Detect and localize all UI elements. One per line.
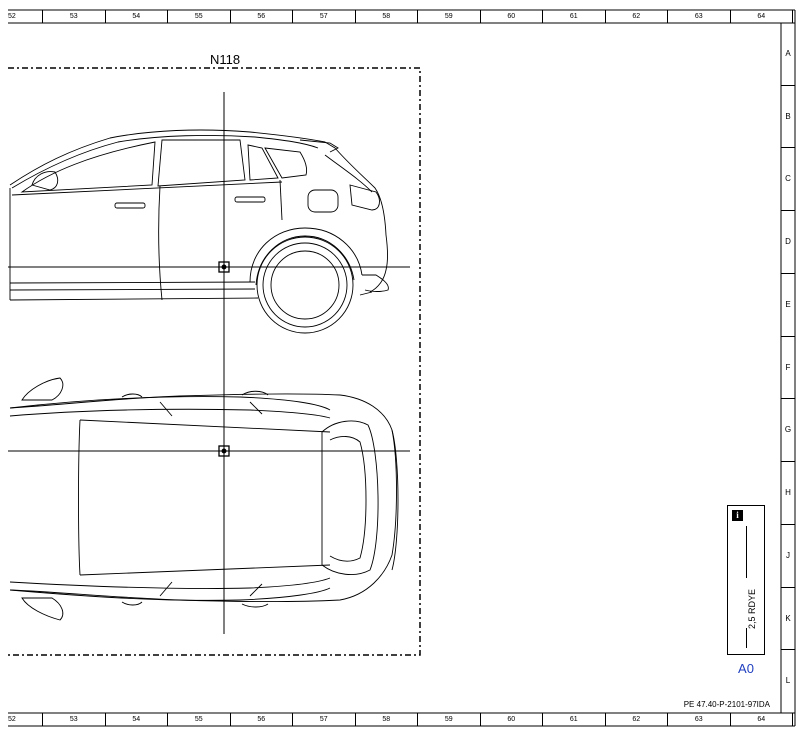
bottom-ruler-column: 53: [43, 713, 106, 726]
car-side-view: [9, 129, 389, 334]
car-top-view: [9, 377, 399, 621]
side-ruler-row: L: [785, 676, 791, 686]
bottom-ruler-column: 52: [8, 713, 43, 726]
side-ruler-row: J: [781, 525, 795, 588]
wire-line-bottom: [746, 628, 747, 648]
bottom-ruler-column: 58: [356, 713, 418, 726]
bottom-ruler-column: 56: [231, 713, 293, 726]
top-ruler-column: 59: [418, 10, 481, 23]
top-ruler-column: 56: [231, 10, 293, 23]
bottom-ruler-column: 61: [543, 713, 606, 726]
info-icon: i: [732, 510, 743, 521]
bottom-ruler-column: 63: [668, 713, 731, 726]
top-ruler-column: 60: [481, 10, 543, 23]
side-ruler-row: A: [781, 23, 795, 86]
side-ruler-row: C: [781, 148, 795, 212]
connector-label: N118: [209, 52, 241, 67]
top-ruler-column: 58: [356, 10, 418, 23]
connector-region-border: [8, 67, 421, 656]
top-ruler-column: 54: [106, 10, 168, 23]
side-ruler-row: H: [781, 462, 795, 525]
bottom-ruler-column: 55: [168, 713, 231, 726]
wire-line-top: [746, 526, 747, 578]
wire-designation: 2,5 RDYE: [747, 588, 757, 629]
top-ruler-column: 57: [293, 10, 356, 23]
side-ruler-row: F: [781, 337, 795, 400]
top-ruler-column: 61: [543, 10, 606, 23]
bottom-ruler-column: 59: [418, 713, 481, 726]
side-ruler-row: G: [781, 399, 795, 463]
side-ruler-row: D: [781, 211, 795, 274]
top-ruler-column: 52: [8, 10, 43, 23]
side-ruler-row: E: [781, 274, 795, 337]
bottom-ruler-column: 57: [293, 713, 356, 726]
top-ruler-column: 63: [668, 10, 731, 23]
wire-info-box: i 2,5 RDYE: [727, 505, 765, 655]
bottom-ruler-column: 60: [481, 713, 543, 726]
sheet-size-label: A0: [738, 661, 754, 676]
top-ruler-column: 62: [606, 10, 668, 23]
bottom-ruler-column: 54: [106, 713, 168, 726]
top-ruler-column: 55: [168, 10, 231, 23]
bottom-ruler-column: 62: [606, 713, 668, 726]
side-ruler-row: B: [781, 86, 795, 149]
sheet-frame: [8, 9, 796, 727]
connector-marker-top: [218, 445, 230, 457]
side-ruler-row: K: [781, 588, 795, 651]
document-id: PE 47.40-P-2101-97IDA: [683, 700, 770, 709]
bottom-ruler-column: 64: [731, 713, 793, 726]
top-ruler-column: 64: [731, 10, 793, 23]
top-ruler-column: 53: [43, 10, 106, 23]
connector-marker-side: [218, 261, 230, 273]
